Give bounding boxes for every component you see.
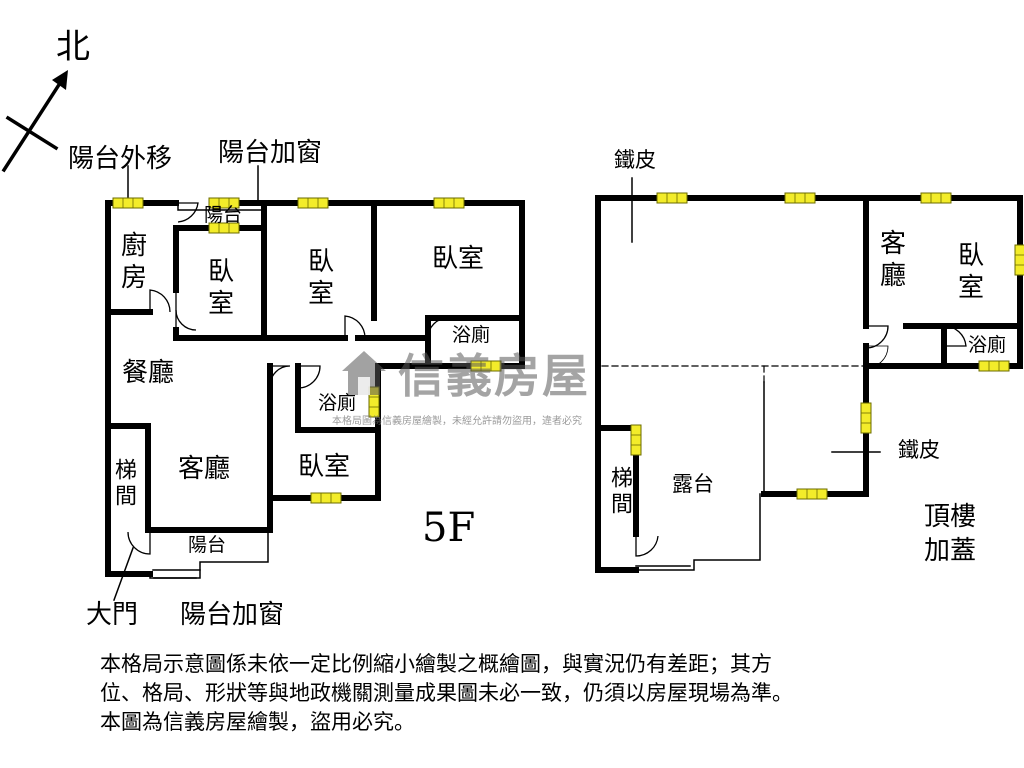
roof-dashed-line bbox=[601, 365, 865, 385]
windows bbox=[112, 192, 1024, 504]
disclaimer: 本格局示意圖係未依一定比例縮小繪製之概繪圖，與實況仍有差距；其方 位、格局、形狀… bbox=[100, 650, 980, 737]
balcony-north-label: 陽台 bbox=[204, 204, 243, 226]
walls bbox=[1, 70, 1023, 601]
window-marker-9 bbox=[784, 192, 816, 204]
roof-living-label: 客 廳 bbox=[880, 229, 907, 291]
window-marker-12 bbox=[978, 360, 1010, 372]
window-marker-7 bbox=[310, 492, 342, 504]
rooftop-addition-label: 頂樓 加蓋 bbox=[924, 502, 977, 566]
disclaimer-line-3: 本圖為信義房屋繪製，盜用必究。 bbox=[100, 710, 415, 734]
window-marker-5 bbox=[470, 360, 502, 372]
window-marker-0 bbox=[112, 197, 144, 209]
compass-arrow bbox=[1, 77, 65, 173]
window-marker-1 bbox=[208, 197, 240, 209]
watermark-brand: 信義房屋 bbox=[398, 349, 590, 403]
house-logo-icon bbox=[342, 351, 386, 395]
disclaimer-line-1: 本格局示意圖係未依一定比例縮小繪製之概繪圖，與實況仍有差距；其方 bbox=[100, 652, 772, 676]
balcony-window-south-note: 陽台加窗 bbox=[180, 600, 285, 630]
bedroom-large-label: 臥室 bbox=[432, 244, 485, 274]
living-room-label: 客廳 bbox=[178, 454, 231, 484]
doors bbox=[127, 202, 967, 557]
dining-label: 餐廳 bbox=[122, 358, 175, 388]
window-marker-2 bbox=[208, 222, 240, 234]
window-marker-3 bbox=[297, 197, 329, 209]
iron-sheet-right-label: 鐵皮 bbox=[898, 438, 940, 462]
walls-5f bbox=[105, 200, 525, 577]
balcony-window-north-note: 陽台加窗 bbox=[218, 138, 323, 168]
iron-sheet-top-label: 鐵皮 bbox=[614, 148, 656, 172]
window-marker-13 bbox=[860, 402, 872, 434]
floor-5f-label: 5F bbox=[422, 505, 476, 551]
leader-lines bbox=[113, 165, 259, 601]
balcony-moved-out-note: 陽台外移 bbox=[68, 144, 173, 174]
window-marker-4 bbox=[433, 197, 465, 209]
watermark-notice: 本格局圖為信義房屋繪製，未經允許請勿盜用，違者必究 bbox=[332, 416, 582, 427]
roof-bedroom-label: 臥 室 bbox=[958, 241, 985, 303]
roof-stairwell-label: 梯間 bbox=[607, 466, 632, 518]
terrace-label: 露台 bbox=[672, 472, 714, 496]
bedroom-mid-label: 臥 室 bbox=[308, 247, 335, 309]
walls-5f-balcony bbox=[149, 202, 269, 579]
window-marker-14 bbox=[796, 488, 828, 500]
disclaimer-line-2: 位、格局、形狀等與地政機關測量成果圖未必一致，仍須以房屋現場為準。 bbox=[100, 681, 793, 705]
kitchen-label: 廚 房 bbox=[121, 231, 148, 293]
main-door-label: 大門 bbox=[86, 600, 139, 630]
stairwell-5f-label: 梯間 bbox=[111, 458, 136, 510]
north-label: 北 bbox=[56, 27, 90, 67]
balcony-south-label: 陽台 bbox=[188, 534, 227, 556]
roof-bath-label: 浴廁 bbox=[968, 334, 1007, 356]
window-marker-11 bbox=[1014, 244, 1024, 276]
bedroom-south-label: 臥室 bbox=[298, 452, 351, 482]
bath-central-label: 浴廁 bbox=[318, 392, 357, 414]
window-marker-15 bbox=[630, 424, 642, 456]
window-marker-8 bbox=[656, 192, 688, 204]
bath-north-label: 浴廁 bbox=[452, 324, 491, 346]
window-marker-10 bbox=[920, 192, 952, 204]
walls-roof-terrace bbox=[631, 177, 881, 571]
bedroom-small-label: 臥 室 bbox=[208, 257, 235, 319]
